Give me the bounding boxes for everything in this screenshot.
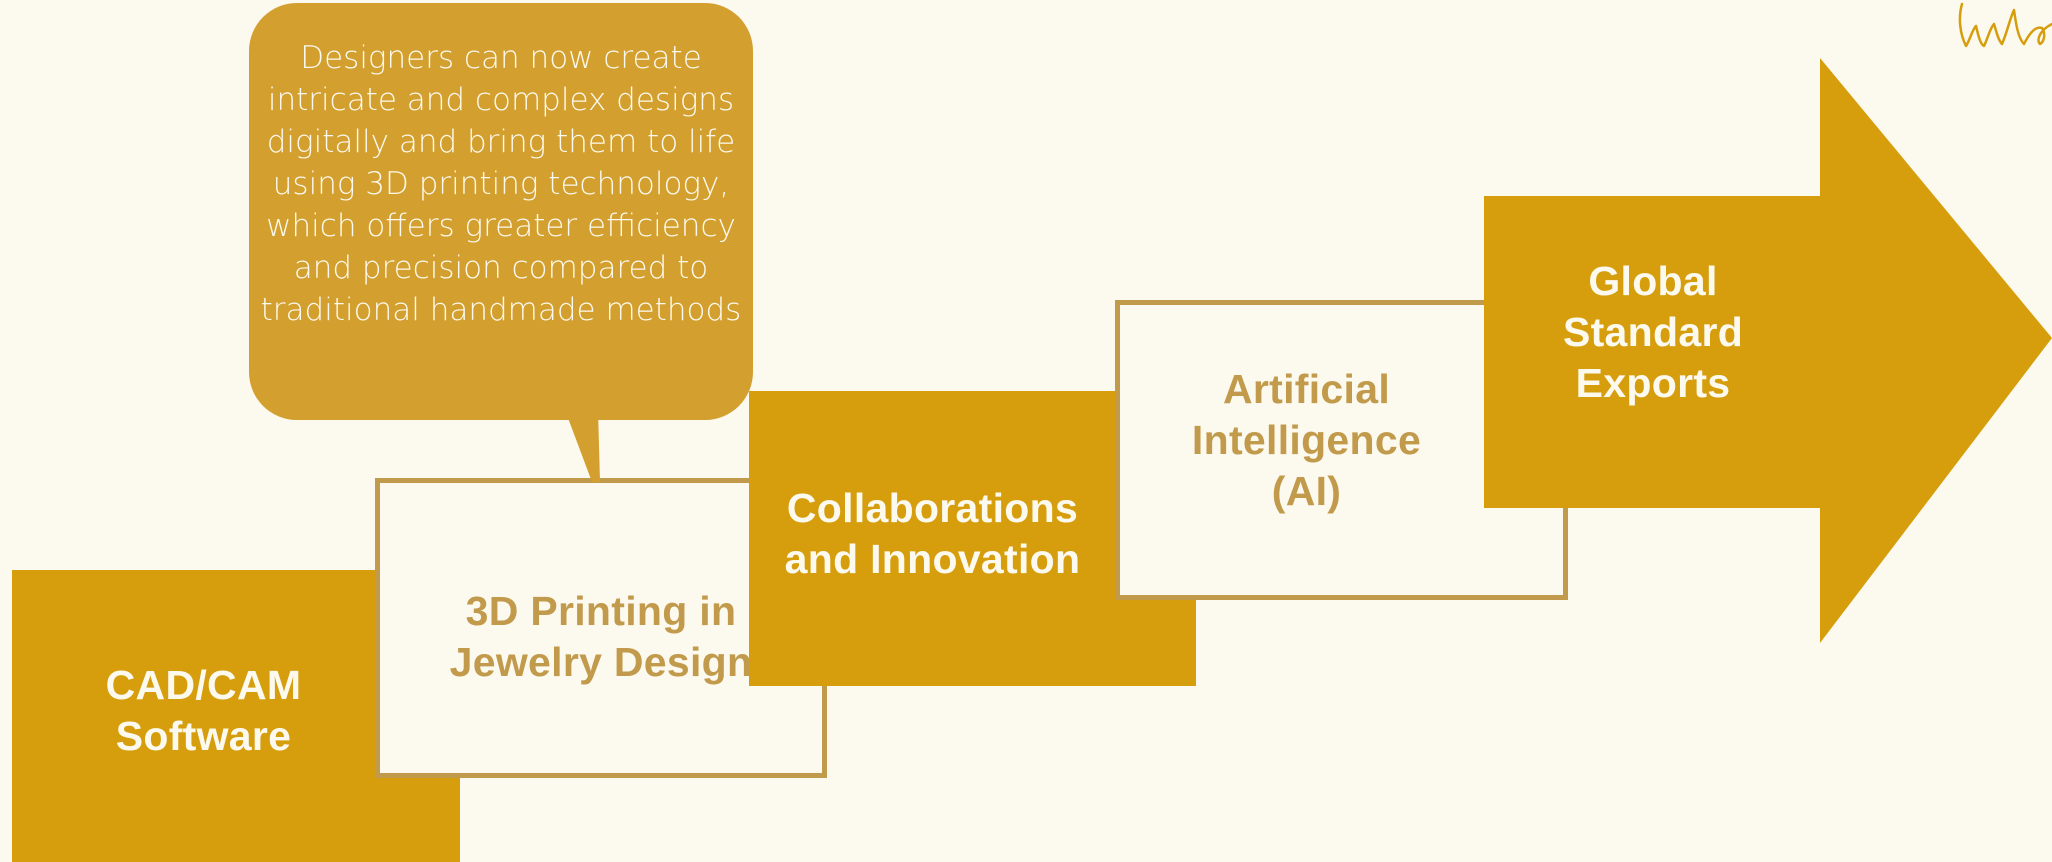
step-ai-label: Artificial Intelligence (AI)	[1191, 365, 1422, 514]
callout-bubble: Designers can now create intricate and c…	[249, 3, 753, 420]
callout-text: Designers can now create intricate and c…	[260, 40, 742, 328]
step-global-exports-label: Global Standard Exports	[1562, 257, 1744, 406]
step-collaborations-label: Collaborations and Innovation	[784, 484, 1081, 582]
step-collaborations: Collaborations and Innovation	[749, 391, 1196, 686]
step-3d-printing-label: 3D Printing in Jewelry Design	[449, 588, 753, 685]
step-cad-cam-label: CAD/CAM Software	[105, 662, 302, 759]
step-global-exports: Global Standard Exports	[1484, 196, 1822, 508]
arrow-head	[1820, 58, 2052, 643]
